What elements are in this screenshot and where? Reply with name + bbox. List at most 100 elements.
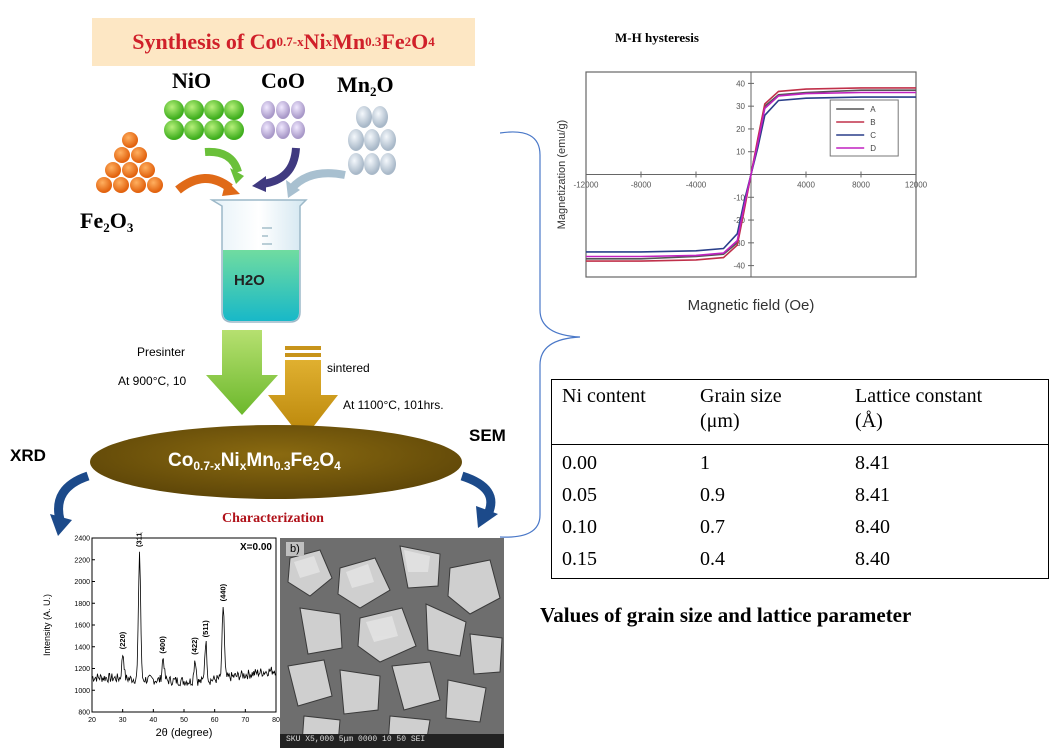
cell-ni: 0.15 (562, 548, 597, 570)
mh-legend-label: B (870, 118, 875, 127)
mh-y-tick-label: 20 (736, 125, 745, 134)
xrd-y-tick-label: 1600 (74, 623, 90, 630)
mh-y-tick-label: -40 (733, 262, 745, 271)
xrd-sample-label: X=0.00 (240, 542, 272, 553)
table-row: 0.15 0.4 8.40 (552, 543, 1048, 575)
xrd-y-tick-label: 2200 (74, 557, 90, 564)
cell-ni: 0.10 (562, 516, 597, 538)
xrd-peak-label: (440) (218, 583, 227, 601)
mh-x-tick-label: 12000 (905, 181, 928, 190)
mh-y-tick-label: 30 (736, 102, 745, 111)
cell-grain: 0.7 (700, 516, 725, 538)
nio-particles (164, 100, 244, 140)
xrd-peak-label: (400) (158, 636, 167, 654)
mh-x-tick-label: -4000 (686, 181, 707, 190)
cell-ni: 0.05 (562, 484, 597, 506)
xrd-pattern-line (91, 551, 277, 687)
mh-chart: -12000 -8000 -4000 4000 8000 12000 40 30 20 10 -10… (556, 71, 928, 314)
sem-panel-label: b) (286, 542, 304, 556)
cell-lattice: 8.41 (855, 452, 890, 474)
xrd-y-tick-label: 1000 (74, 688, 90, 695)
xrd-peak-label: (511) (201, 620, 210, 638)
coo-label: CoO (261, 68, 305, 93)
mh-y-tick-label: -10 (733, 193, 745, 202)
mh-series-line (586, 91, 916, 258)
synthesis-graphic (50, 100, 498, 536)
xrd-x-tick-label: 60 (211, 717, 219, 724)
xrd-peak-label: (220) (118, 631, 127, 649)
cell-grain: 1 (700, 452, 710, 474)
cell-lattice: 8.41 (855, 484, 890, 506)
mh-title: M-H hysteresis (615, 30, 699, 45)
mn2o-label: Mn2O (337, 72, 394, 99)
mh-y-axis-label: Magnetization (emu/g) (556, 120, 568, 229)
table-caption: Values of grain size and lattice paramet… (540, 603, 912, 627)
coo-particles (261, 101, 305, 139)
cell-grain: 0.4 (700, 548, 725, 570)
characterization-label: Characterization (222, 511, 324, 526)
mh-x-tick-label: 8000 (852, 181, 870, 190)
cell-lattice: 8.40 (855, 516, 890, 538)
mh-x-tick-label: -12000 (574, 181, 599, 190)
presinter-arrow (206, 330, 278, 415)
mh-y-tick-label: 40 (736, 79, 745, 88)
sem-footer: SKU X5,000 5μm 0000 10 50 SEI (286, 735, 426, 744)
col-header-lattice: Lattice constant(Å) (845, 380, 1048, 445)
sintered-condition: At 1100°C, 101hrs. (343, 398, 444, 412)
col-header-grain: Grain size(μm) (690, 380, 845, 445)
mh-y-tick-label: -30 (733, 239, 745, 248)
xrd-x-axis-label: 2θ (degree) (156, 727, 213, 739)
cell-lattice: 8.40 (855, 548, 890, 570)
table-row: 0.00 1 8.41 (552, 445, 1048, 480)
xrd-peak-label: (422) (190, 637, 199, 655)
table-row: 0.05 0.9 8.41 (552, 479, 1048, 511)
xrd-x-tick-label: 40 (149, 717, 157, 724)
cell-grain: 0.9 (700, 484, 725, 506)
beaker (209, 199, 308, 323)
xrd-y-axis-label: Intensity (A. U.) (42, 594, 52, 656)
grain-lattice-table: Ni content Grain size(μm) Lattice consta… (551, 379, 1049, 579)
sintered-label: sintered (327, 361, 370, 375)
xrd-y-tick-label: 1400 (74, 644, 90, 651)
xrd-label: XRD (10, 446, 46, 465)
col-header-ni: Ni content (552, 380, 690, 445)
presinter-condition: At 900°C, 10 (118, 374, 187, 388)
xrd-arrow (50, 471, 90, 536)
fe2o3-particles (96, 132, 163, 193)
mh-x-axis-label: Magnetic field (Oe) (688, 297, 815, 314)
mn2o-particles (348, 106, 396, 175)
xrd-y-tick-label: 1800 (74, 601, 90, 608)
mh-x-tick-label: -8000 (631, 181, 652, 190)
sintered-arrow (268, 346, 338, 440)
xrd-y-tick-label: 2400 (74, 536, 90, 543)
mh-x-tick-label: 4000 (797, 181, 815, 190)
cell-ni: 0.00 (562, 452, 597, 474)
sem-micrograph: b) SKU X5,000 5μm 0000 10 50 SEI (280, 538, 504, 748)
xrd-peak-label: (311) (135, 532, 144, 547)
beaker-label: H2O (234, 272, 265, 289)
xrd-x-tick-label: 70 (241, 717, 249, 724)
sem-arrow (460, 471, 498, 528)
fe2o3-label: Fe2O3 (80, 208, 134, 235)
presinter-label: Presinter (137, 345, 186, 359)
xrd-x-tick-label: 80 (272, 717, 280, 724)
xrd-plot-frame (91, 537, 277, 713)
mh-legend-label: D (870, 144, 876, 153)
table-header-row: Ni content Grain size(μm) Lattice consta… (552, 380, 1048, 445)
xrd-y-tick-label: 800 (78, 710, 90, 717)
xrd-x-tick-label: 20 (88, 717, 96, 724)
mh-legend-label: C (870, 131, 876, 140)
sem-label: SEM (469, 426, 506, 445)
xrd-x-tick-label: 50 (180, 717, 188, 724)
xrd-y-tick-label: 2000 (74, 579, 90, 586)
brace-connector (500, 131, 581, 538)
nio-label: NiO (172, 68, 212, 93)
product-ellipse (90, 425, 462, 499)
table-row: 0.10 0.7 8.40 (552, 511, 1048, 543)
product-formula: Co0.7-xNixMn0.3Fe2O4 (168, 450, 341, 473)
xrd-y-tick-label: 1200 (74, 666, 90, 673)
mixing-arrows (175, 147, 346, 198)
mh-y-tick-label: 10 (736, 148, 745, 157)
